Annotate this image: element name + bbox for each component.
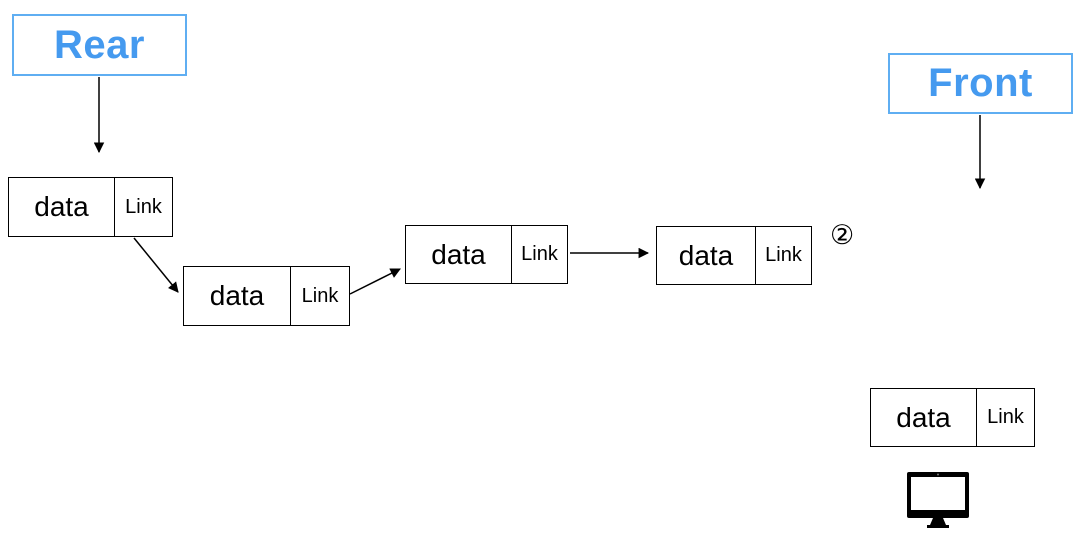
list-node-1: data Link xyxy=(8,177,173,237)
node5-data-cell: data xyxy=(896,401,951,433)
list-node-3: data Link xyxy=(405,225,568,284)
node3-data-cell: data xyxy=(431,238,486,270)
list-node-5: data Link xyxy=(870,388,1035,447)
list-node-4: data Link xyxy=(656,226,812,285)
node4-data-cell: data xyxy=(678,239,734,271)
rear-pointer-box: Rear xyxy=(12,14,187,76)
node1-next-arrow xyxy=(133,237,179,293)
node2-link-cell: Link xyxy=(290,267,349,325)
monitor-icon xyxy=(907,472,969,528)
node2-next-arrow xyxy=(349,268,401,295)
front-pointer-box: Front xyxy=(888,53,1073,114)
node1-data-cell: data xyxy=(34,191,89,222)
node3-link-cell: Link xyxy=(511,226,567,283)
front-pointer-label: Front xyxy=(928,61,1033,105)
step-2-marker: ② xyxy=(830,220,855,250)
node5-link-cell: Link xyxy=(976,389,1034,446)
rear-pointer-label: Rear xyxy=(54,22,145,67)
list-node-2: data Link xyxy=(183,266,350,326)
node2-data-cell: data xyxy=(209,280,265,311)
node1-link-cell: Link xyxy=(114,178,172,236)
node4-link-cell: Link xyxy=(755,227,811,284)
